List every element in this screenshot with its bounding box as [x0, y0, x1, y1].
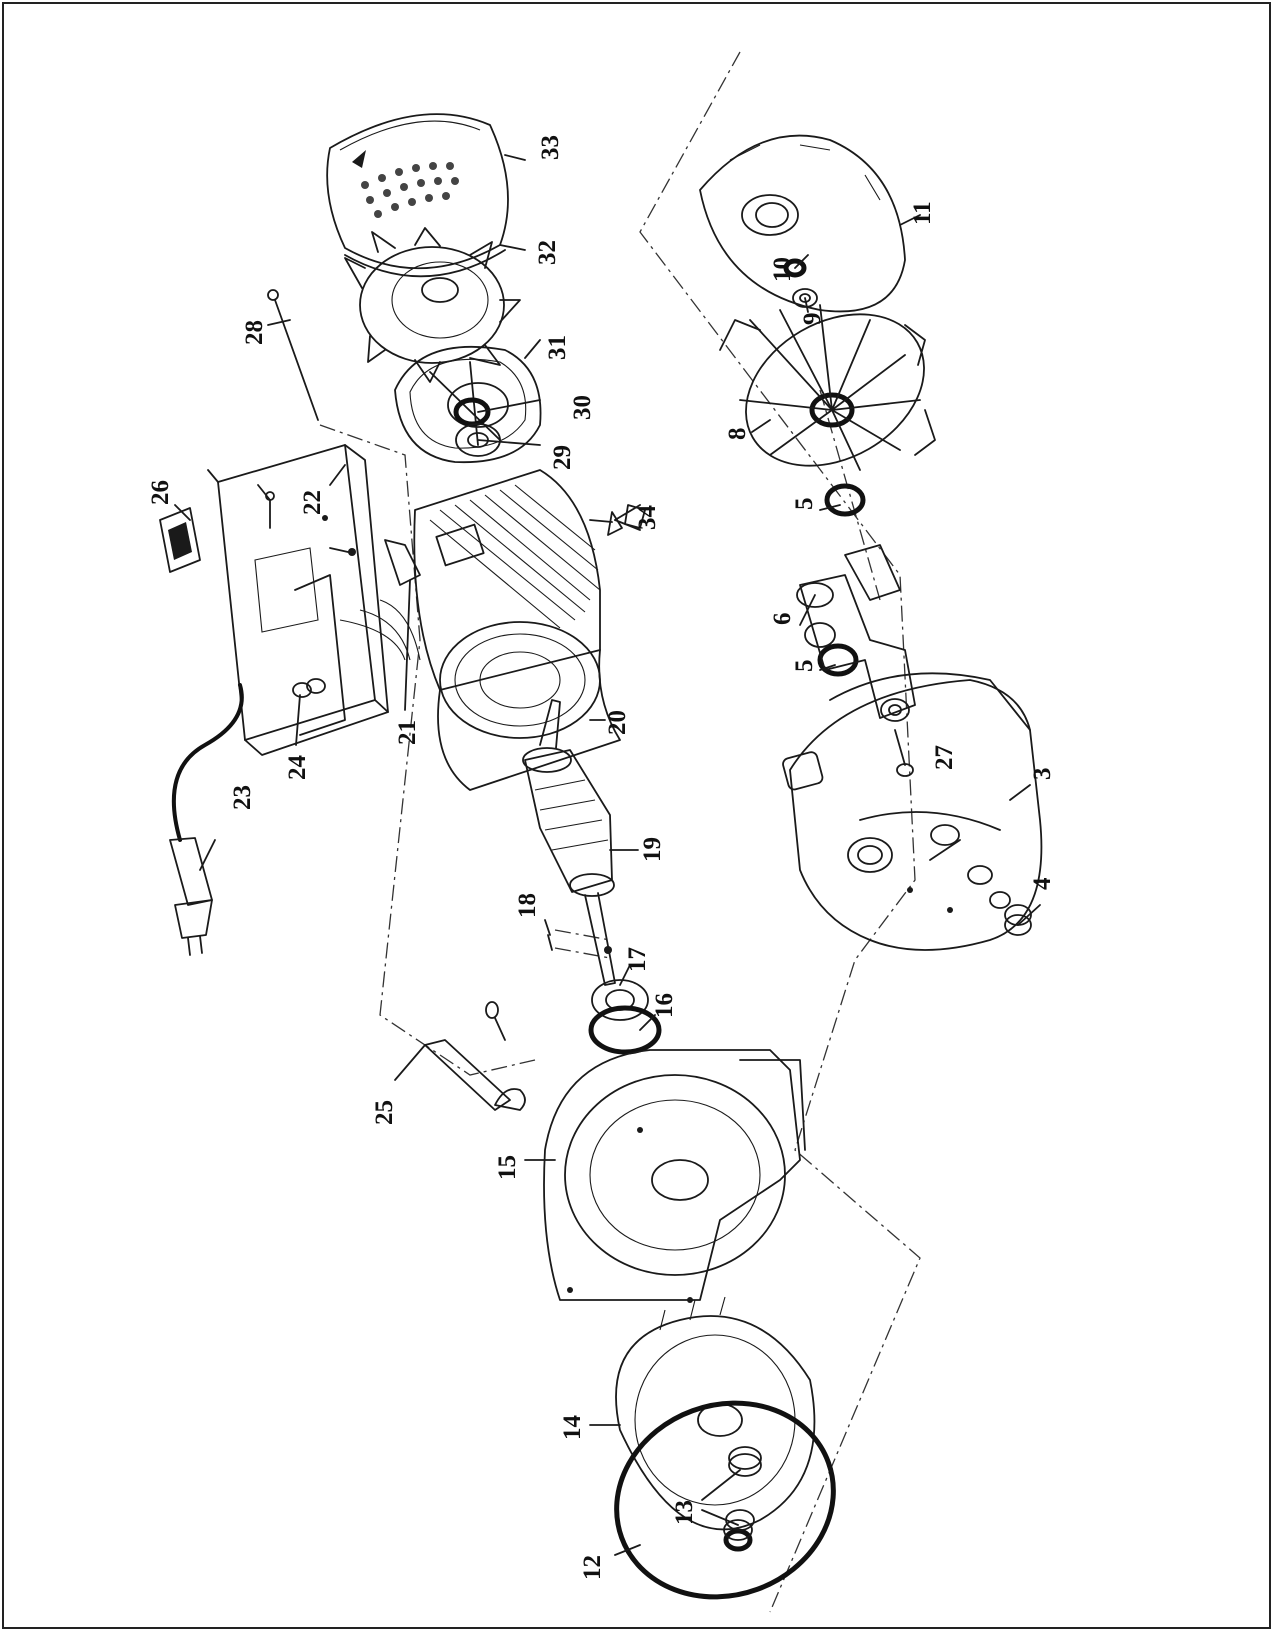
callout-15: 15	[494, 1155, 521, 1180]
callouts: 3 4 5 5 6 8 9 10 11 12 13 14 15 16 17 18…	[147, 135, 1056, 1580]
callout-5a: 5	[791, 498, 818, 511]
callout-4: 4	[1029, 877, 1056, 890]
drain-screw	[894, 729, 914, 777]
callout-22: 22	[299, 490, 326, 515]
diffuser	[699, 134, 906, 313]
callout-34: 34	[634, 505, 661, 531]
callout-6: 6	[769, 613, 796, 626]
callout-29: 29	[549, 445, 576, 470]
rotor	[522, 699, 616, 986]
callout-25: 25	[371, 1100, 398, 1125]
end-shield	[394, 345, 542, 464]
terminal-box	[207, 444, 389, 756]
callout-3: 3	[1029, 768, 1056, 781]
motor-axis-line	[319, 424, 536, 1076]
callout-33: 33	[537, 135, 564, 160]
leader-lines	[174, 154, 1041, 1556]
callout-8: 8	[724, 428, 751, 441]
callout-21: 21	[394, 720, 421, 745]
bearing	[455, 423, 501, 457]
callout-11: 11	[909, 201, 936, 225]
switch	[159, 507, 201, 573]
motor-flange	[543, 1049, 806, 1303]
callout-19: 19	[639, 837, 666, 862]
key-pin	[547, 934, 553, 951]
callout-18: 18	[514, 893, 541, 918]
callout-26: 26	[147, 480, 174, 505]
o-ring-16	[588, 1005, 662, 1055]
o-ring-5a	[824, 483, 866, 517]
motor-housing	[413, 469, 621, 791]
callout-23: 23	[229, 785, 256, 810]
o-ring-5b	[817, 643, 859, 677]
callout-27: 27	[931, 745, 958, 770]
nozzle-parts	[723, 1446, 762, 1552]
callout-12: 12	[579, 1555, 606, 1580]
callout-31: 31	[544, 335, 571, 360]
callout-9: 9	[799, 313, 826, 326]
callout-24: 24	[284, 755, 311, 781]
impeller	[719, 304, 936, 471]
shaft-guide-line	[554, 929, 611, 941]
callout-10: 10	[769, 257, 796, 282]
washer-10	[783, 258, 807, 278]
gasket-ring	[614, 1400, 836, 1600]
callout-13: 13	[671, 1500, 698, 1525]
cable-clamp	[292, 678, 326, 698]
cooling-fan	[344, 227, 521, 383]
plug	[169, 837, 213, 956]
callout-14: 14	[559, 1415, 586, 1441]
callout-5b: 5	[791, 660, 818, 673]
power-cable	[171, 683, 244, 842]
tie-rod	[274, 299, 319, 421]
callout-17: 17	[624, 947, 651, 972]
ejector	[796, 544, 916, 722]
callout-20: 20	[604, 710, 631, 735]
assembly-boundary	[639, 51, 921, 1613]
callout-16: 16	[651, 993, 678, 1018]
handle	[424, 1001, 526, 1111]
callout-30: 30	[569, 395, 596, 420]
shaft-guide-line-2	[554, 947, 611, 959]
fan-cover	[326, 113, 509, 278]
pump-body	[782, 672, 1043, 951]
callout-28: 28	[241, 320, 268, 345]
callout-32: 32	[534, 240, 561, 265]
